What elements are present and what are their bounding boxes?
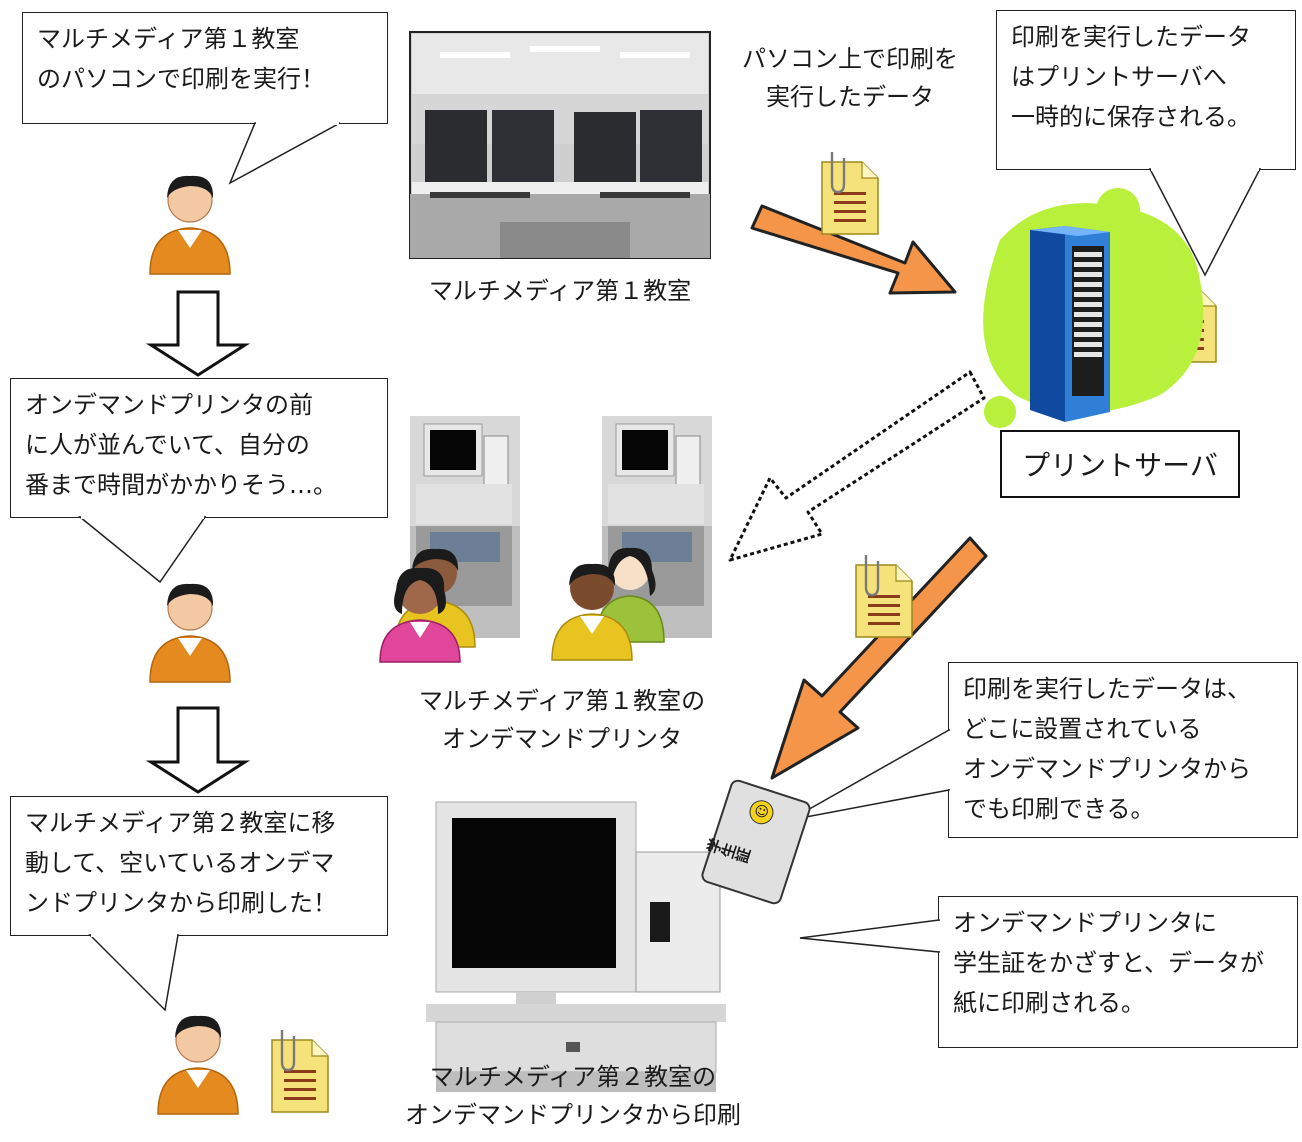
arrow-server-to-room1-printer — [728, 370, 986, 562]
photo-room1 — [409, 31, 711, 259]
arrow-server-to-room2-printer — [770, 536, 988, 780]
callout-card: オンデマンドプリンタに 学生証をかざすと、データが 紙に印刷される。 — [938, 896, 1298, 1048]
print-server-label: プリントサーバ — [1000, 430, 1240, 498]
document-icon-3 — [854, 553, 914, 639]
person-icon-queue-2 — [379, 567, 461, 663]
callout-step1: マルチメディア第１教室 のパソコンで印刷を実行！ — [22, 12, 388, 124]
photo-room2-printer — [426, 801, 726, 1092]
label-room2-printer: マルチメディア第２教室の オンデマンドプリンタから印刷 — [405, 1063, 741, 1129]
label-room1: マルチメディア第１教室 — [428, 277, 692, 305]
person-icon-3 — [157, 1015, 239, 1115]
label-room1-printer: マルチメディア第１教室の オンデマンドプリンタ — [418, 687, 706, 753]
person-icon-queue-3 — [595, 547, 665, 643]
callout-any-printer: 印刷を実行したデータは、 どこに設置されている オンデマンドプリンタから でも印… — [948, 662, 1298, 838]
person-icon-2 — [149, 583, 231, 683]
person-icon-1 — [149, 175, 231, 275]
callout-step2: オンデマンドプリンタの前 に人が並んでいて、自分の 番まで時間がかかりそう…。 — [10, 378, 388, 518]
arrow-pc-to-server — [750, 204, 957, 295]
print-server-icon — [983, 188, 1204, 428]
document-icon-4 — [270, 1028, 330, 1114]
down-arrow-1 — [145, 290, 251, 377]
person-icon-queue-4 — [551, 563, 633, 661]
document-icon-1 — [820, 150, 880, 236]
callout-server-store: 印刷を実行したデータ はプリントサーバへ 一時的に保存される。 — [996, 10, 1296, 170]
callout-step3: マルチメディア第２教室に移 動して、空いているオンデマ ンドプリンタから印刷した… — [10, 796, 388, 936]
label-pc-data: パソコン上で印刷を 実行したデータ — [742, 45, 958, 111]
down-arrow-2 — [145, 706, 251, 794]
